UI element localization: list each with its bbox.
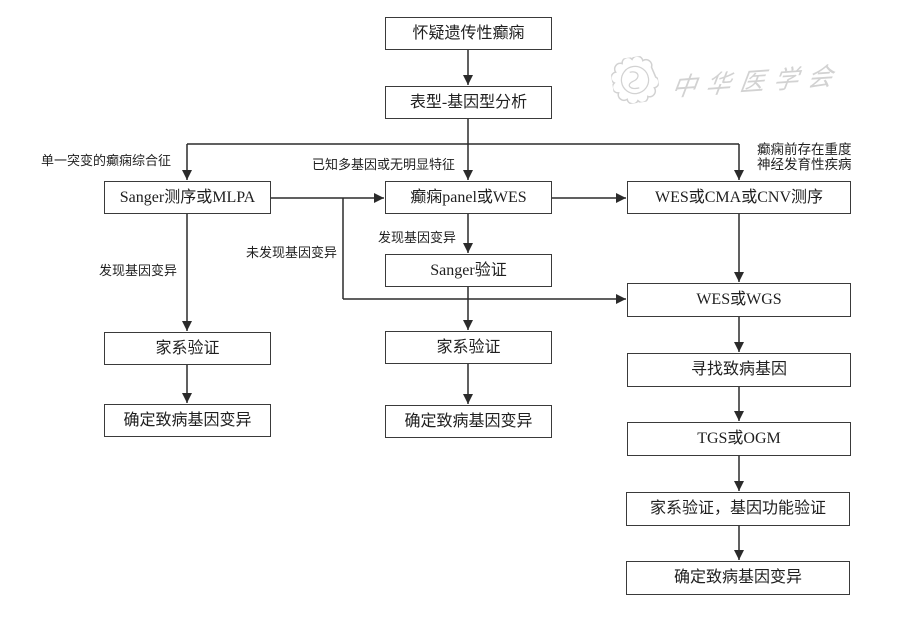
node-phenotype-genotype-analysis: 表型-基因型分析 bbox=[385, 86, 552, 119]
node-sanger-validation: Sanger验证 bbox=[385, 254, 552, 287]
label-variant-found-middle: 发现基因变异 bbox=[378, 230, 457, 245]
label-variant-not-found: 未发现基因变异 bbox=[246, 245, 338, 260]
label-variant-found-left: 发现基因变异 bbox=[99, 263, 178, 278]
node-tgs-or-ogm: TGS或OGM bbox=[627, 422, 851, 456]
node-confirm-pathogenic-variant-middle: 确定致病基因变异 bbox=[385, 405, 552, 438]
node-wes-or-wgs: WES或WGS bbox=[627, 283, 851, 317]
label-known-multigene: 已知多基因或无明显特征 bbox=[312, 157, 456, 172]
label-single-mutation-syndrome: 单一突变的癫痫综合征 bbox=[41, 153, 172, 168]
node-suspected-genetic-epilepsy: 怀疑遗传性癫痫 bbox=[385, 17, 552, 50]
connector-lines bbox=[182, 49, 744, 560]
node-wes-cma-cnv-sequencing: WES或CMA或CNV测序 bbox=[627, 181, 851, 214]
node-confirm-pathogenic-variant-right: 确定致病基因变异 bbox=[626, 561, 850, 595]
node-family-validation-middle: 家系验证 bbox=[385, 331, 552, 364]
node-epilepsy-panel-or-wes: 癫痫panel或WES bbox=[385, 181, 552, 214]
label-severe-ndd-line1: 癫痫前存在重度 bbox=[757, 142, 852, 157]
node-sanger-or-mlpa: Sanger测序或MLPA bbox=[104, 181, 271, 214]
node-family-validation-left: 家系验证 bbox=[104, 332, 271, 365]
node-confirm-pathogenic-variant-left: 确定致病基因变异 bbox=[104, 404, 271, 437]
node-find-pathogenic-gene: 寻找致病基因 bbox=[627, 353, 851, 387]
label-severe-neurodevelopmental-disease: 癫痫前存在重度 神经发育性疾病 bbox=[757, 142, 852, 172]
label-severe-ndd-line2: 神经发育性疾病 bbox=[757, 157, 852, 172]
node-family-and-functional-validation: 家系验证，基因功能验证 bbox=[626, 492, 850, 526]
